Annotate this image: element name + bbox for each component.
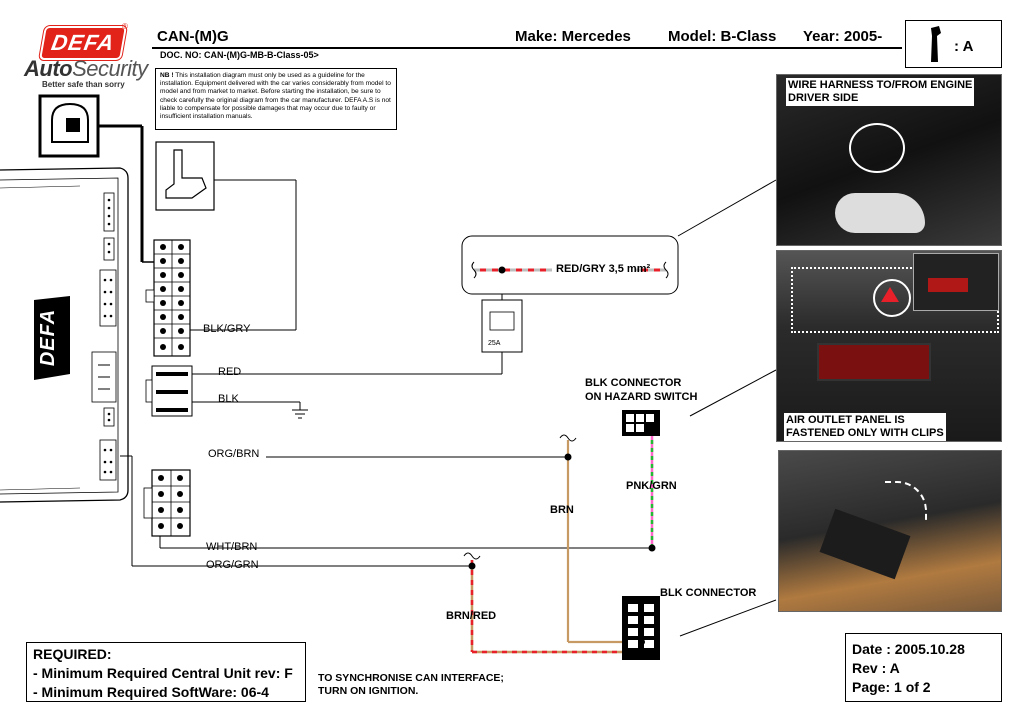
photo2-caption-line1: AIR OUTLET PANEL IS	[786, 414, 905, 426]
photo1-caption-line2: DRIVER SIDE	[788, 92, 859, 104]
car-make: Make: Mercedes	[515, 28, 631, 45]
slogan: Better safe than sorry	[42, 80, 125, 89]
notice-box: NB ! This installation diagram must only…	[155, 68, 397, 130]
document-revision: Rev : A	[852, 660, 900, 676]
photo2-caption: AIR OUTLET PANEL IS FASTENED ONLY WITH C…	[784, 413, 946, 441]
hazard-highlight	[873, 279, 911, 317]
wordmark-auto: Auto	[24, 56, 73, 81]
sync-line2: TURN ON IGNITION.	[318, 685, 419, 697]
document-title: CAN-(M)G	[157, 28, 229, 45]
harness-highlight	[849, 123, 905, 173]
requirements-box: REQUIRED: - Minimum Required Central Uni…	[26, 642, 306, 702]
registered-mark: ®	[122, 22, 128, 31]
document-date: Date : 2005.10.28	[852, 641, 965, 657]
photo1-caption-line1: WIRE HARNESS TO/FROM ENGINE	[788, 79, 973, 91]
requirements-title: REQUIRED:	[33, 646, 112, 662]
wire-label-red: RED	[218, 366, 242, 378]
fuse-rating: 25A	[488, 340, 501, 347]
hand-shape	[835, 193, 925, 233]
hazard-triangle-icon	[881, 287, 899, 302]
autosecurity-wordmark: AutoSecurity	[24, 56, 148, 82]
requirement-central-unit: - Minimum Required Central Unit rev: F	[33, 665, 293, 681]
car-model: Model: B-Class	[668, 28, 777, 45]
wire-label-org-grn: ORG/GRN	[206, 559, 259, 571]
notice-lead: NB !	[160, 72, 174, 79]
hazard-connector	[622, 410, 660, 436]
photo-hazard-panel	[776, 250, 1002, 442]
photo1-caption: WIRE HARNESS TO/FROM ENGINE DRIVER SIDE	[786, 78, 975, 106]
wire-label-org-brn: ORG/BRN	[208, 448, 260, 460]
wire-label-brn: BRN	[550, 504, 574, 516]
wire-label-red-gry: RED/GRY 3,5 mm²	[556, 263, 651, 275]
sync-instruction: TO SYNCHRONISE CAN INTERFACE; TURN ON IG…	[318, 672, 504, 698]
revision-tag: : A	[954, 38, 974, 55]
photo-footwell	[778, 450, 1002, 612]
photo2-caption-line2: FASTENED ONLY WITH CLIPS	[786, 427, 944, 439]
pedal-box	[155, 141, 215, 211]
document-info-box: Date : 2005.10.28 Rev : A Page: 1 of 2	[845, 633, 1002, 702]
wrench-icon	[931, 26, 941, 62]
inset-photo	[913, 253, 999, 311]
wire-label-brn-red: BRN/RED	[446, 610, 497, 622]
requirement-software: - Minimum Required SoftWare: 06-4	[33, 684, 269, 700]
wire-label-pnk-grn: PNK/GRN	[626, 480, 677, 492]
dashed-arrow	[885, 481, 927, 523]
hazard-label-line1: BLK CONNECTOR	[585, 377, 682, 389]
wire-label-blk-gry: BLK/GRY	[203, 323, 251, 335]
wire-label-wht-brn: WHT/BRN	[206, 541, 258, 553]
document-page: Page: 1 of 2	[852, 679, 931, 695]
notice-text: This installation diagram must only be u…	[160, 72, 391, 121]
wordmark-security: Security	[72, 56, 148, 81]
header-rule	[152, 47, 902, 49]
car-year: Year: 2005-	[803, 28, 883, 45]
revision-badge	[905, 20, 1002, 68]
wire-label-blk: BLK	[218, 393, 239, 405]
radio-display	[817, 343, 931, 381]
unit-logo: DEFA	[37, 308, 60, 367]
central-unit	[0, 167, 129, 503]
document-number: DOC. NO: CAN-(M)G-MB-B-Class-05>	[160, 50, 319, 60]
sync-line1: TO SYNCHRONISE CAN INTERFACE;	[318, 672, 504, 684]
hazard-connector-label: BLK CONNECTOR ON HAZARD SWITCH	[585, 376, 697, 404]
blk-connector-label: BLK CONNECTOR	[660, 587, 757, 599]
hazard-label-line2: ON HAZARD SWITCH	[585, 391, 698, 403]
